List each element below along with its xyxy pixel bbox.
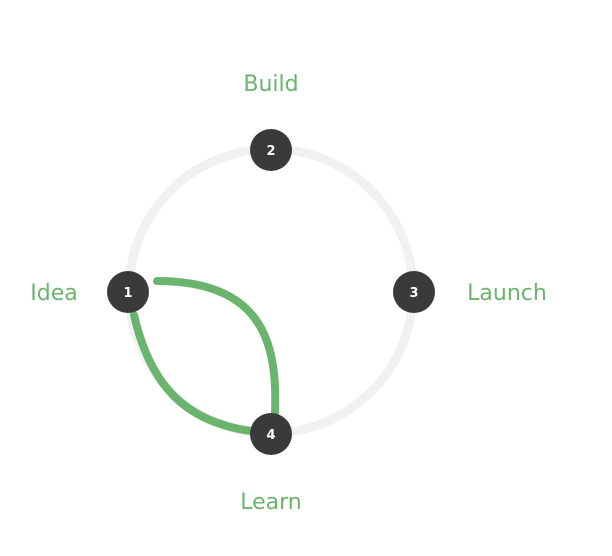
node-circle: [107, 271, 149, 313]
stage-node-idea[interactable]: 1: [107, 271, 149, 313]
node-number: 4: [266, 428, 275, 443]
stage-node-build[interactable]: 2: [250, 129, 292, 171]
stage-label-launch: Launch: [467, 281, 547, 306]
stage-label-learn: Learn: [240, 490, 302, 515]
stage-label-idea: Idea: [30, 281, 77, 306]
stage-node-launch[interactable]: 3: [393, 271, 435, 313]
stage-label-build: Build: [243, 72, 298, 97]
stage-node-learn[interactable]: 4: [250, 413, 292, 455]
node-number: 3: [409, 286, 418, 301]
node-number: 1: [123, 286, 132, 301]
node-number: 2: [266, 144, 275, 159]
highlight-arc-outer: [153, 277, 280, 417]
highlight-arc-inner: [130, 311, 255, 435]
node-circle: [250, 129, 292, 171]
node-circle: [250, 413, 292, 455]
node-circle: [393, 271, 435, 313]
